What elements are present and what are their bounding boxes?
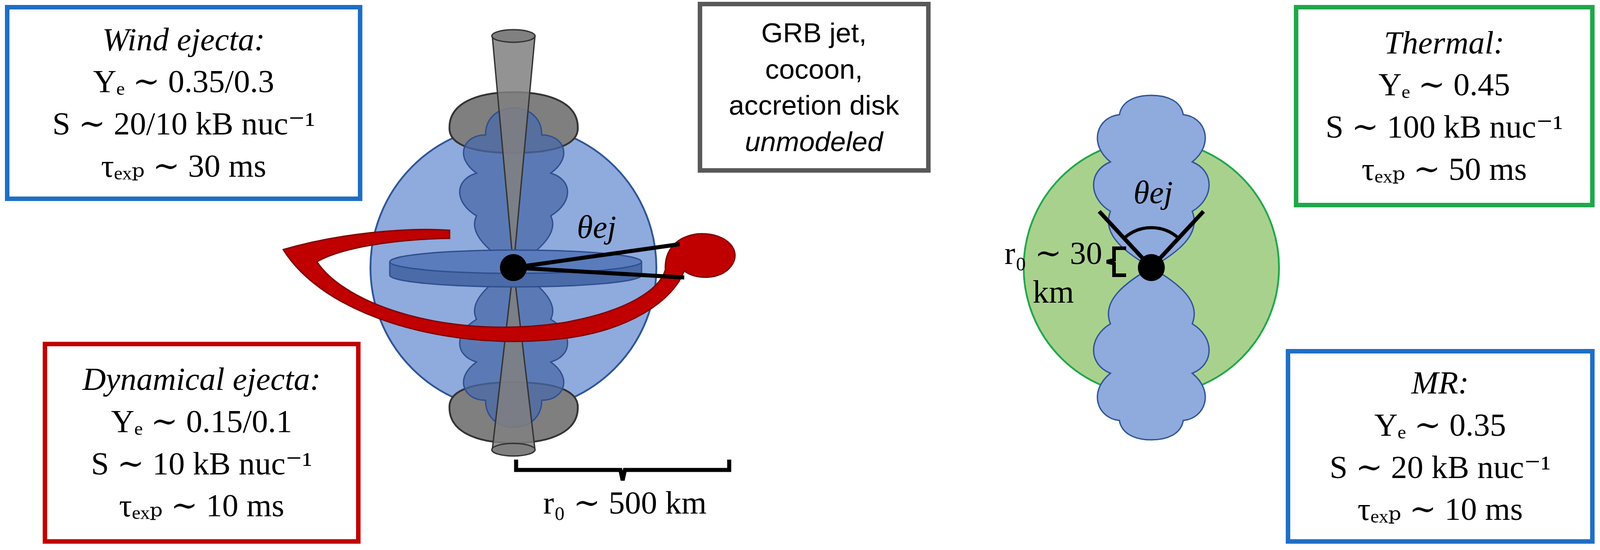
box-heading: Dynamical ejecta: <box>82 358 321 401</box>
box-line: S ∼ 100 kB nuc⁻¹ <box>1325 106 1564 149</box>
dimension-label: r₀ ∼ 30 km <box>1001 233 1106 312</box>
jet-top-cap <box>491 29 535 43</box>
thermal-box: Thermal:Yₑ ∼ 0.45S ∼ 100 kB nuc⁻¹τₑₓₚ ∼ … <box>1293 4 1595 208</box>
jet-bottom <box>492 267 535 450</box>
box-line: S ∼ 10 kB nuc⁻¹ <box>91 442 313 486</box>
box-heading: MR: <box>1411 361 1470 405</box>
wind-ejecta-box: Wind ejecta:Yₑ ∼ 0.35/0.3S ∼ 20/10 kB nu… <box>4 4 363 201</box>
mr-lobe-top <box>1093 95 1210 268</box>
mr-box: MR:Yₑ ∼ 0.35S ∼ 20 kB nuc⁻¹τₑₓₚ ∼ 10 ms <box>1285 348 1595 544</box>
dynamical-ejecta-box: Dynamical ejecta:Yₑ ∼ 0.15/0.1S ∼ 10 kB … <box>42 341 361 544</box>
angle-label: θej <box>1126 173 1181 212</box>
box-line: τₑₓₚ ∼ 50 ms <box>1361 148 1527 191</box>
grb-note-box: GRB jet, cocoon, accretion diskunmodeled <box>697 1 931 173</box>
jet-bottom-cap <box>491 443 535 456</box>
box-line: Yₑ ∼ 0.35/0.3 <box>93 60 275 103</box>
central-object <box>1137 254 1165 281</box>
angle-line <box>513 244 680 268</box>
jet-top <box>492 35 535 268</box>
box-heading: Wind ejecta: <box>102 18 266 62</box>
box-line: Yₑ ∼ 0.45 <box>1378 63 1511 107</box>
box-line: Yₑ ∼ 0.15/0.1 <box>111 400 293 443</box>
central-object <box>499 254 527 281</box>
box-line: unmodeled <box>744 123 883 161</box>
box-line: Yₑ ∼ 0.35 <box>1374 404 1507 447</box>
box-line: τₑₓₚ ∼ 10 ms <box>119 484 285 527</box>
dynamical-ejecta-arm <box>283 229 736 342</box>
radius-bracket <box>1106 248 1127 276</box>
angle-label: θej <box>567 207 626 247</box>
box-line: τₑₓₚ ∼ 10 ms <box>1357 488 1523 531</box>
radius-bracket <box>516 459 730 481</box>
box-line: τₑₓₚ ∼ 30 ms <box>101 145 267 188</box>
box-line: S ∼ 20/10 kB nuc⁻¹ <box>52 102 316 146</box>
box-heading: Thermal: <box>1384 22 1505 65</box>
angle-line <box>513 267 685 278</box>
dimension-label: r₀ ∼ 500 km <box>508 483 742 522</box>
box-line: S ∼ 20 kB nuc⁻¹ <box>1329 446 1551 489</box>
mr-lobe-bottom <box>1093 267 1210 440</box>
box-heading: GRB jet, cocoon, accretion disk <box>715 14 914 124</box>
angle-arc <box>1123 227 1179 239</box>
